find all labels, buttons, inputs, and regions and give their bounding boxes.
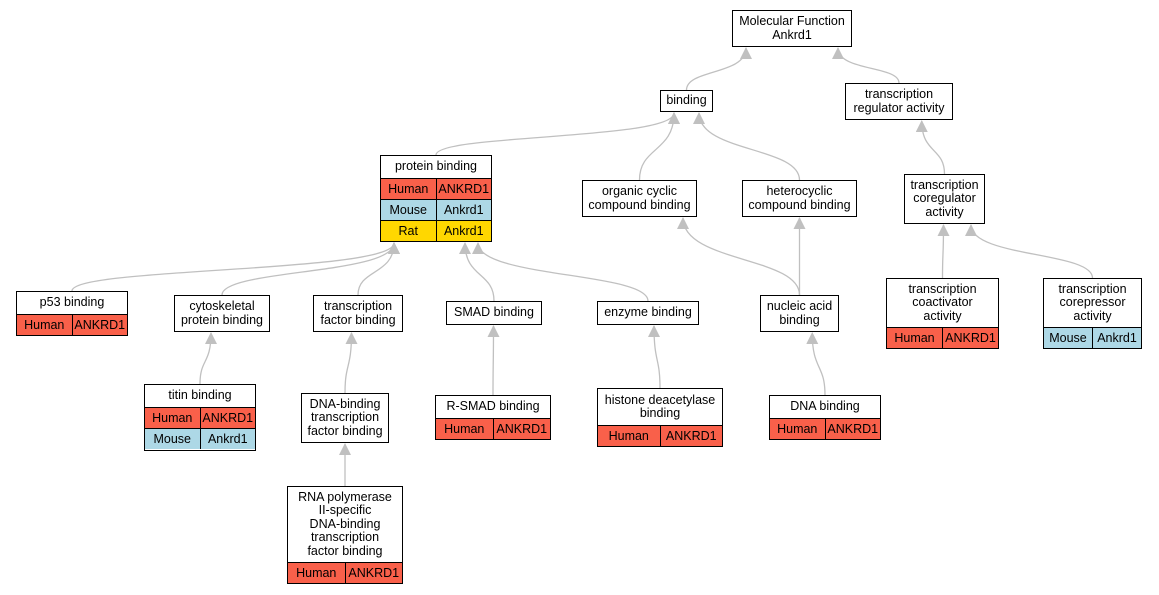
- edge-cyto-to-pb: [221, 242, 400, 296]
- gene-cell: ANKRD1: [344, 563, 402, 583]
- edge-tcorep-to-tcoreg: [965, 224, 1094, 279]
- gene-cell: Ankrd1: [1092, 328, 1141, 348]
- node-label: transcription corepressor activity: [1058, 281, 1127, 323]
- edge-tcoact-to-tcoreg: [937, 224, 950, 279]
- node-enzyme-binding[interactable]: enzyme binding: [597, 301, 699, 325]
- species-cell: Human: [145, 408, 200, 428]
- node-label: R-SMAD binding: [446, 399, 540, 414]
- edge-enz-to-pb: [472, 242, 649, 302]
- node-label: binding: [666, 93, 707, 108]
- species-row-mouse: Mouse Ankrd1: [1044, 327, 1141, 348]
- node-label: transcription regulator activity: [853, 87, 945, 115]
- species-cell: Mouse: [145, 429, 200, 449]
- edge-tcoreg-to-tra: [915, 120, 946, 175]
- node-label: DNA binding: [790, 399, 860, 414]
- species-cell: Human: [17, 315, 72, 335]
- node-rna-polymerase-ii-specific-dna-binding-transcription-factor-binding[interactable]: RNA polymerase II-specific DNA-binding t…: [287, 486, 403, 584]
- species-cell: Mouse: [1044, 328, 1092, 348]
- species-cell: Rat: [381, 221, 436, 241]
- node-smad-binding[interactable]: SMAD binding: [446, 301, 542, 325]
- node-transcription-corepressor-activity[interactable]: transcription corepressor activity Mouse…: [1043, 278, 1142, 349]
- node-label: organic cyclic compound binding: [588, 184, 691, 212]
- node-histone-deacetylase-binding[interactable]: histone deacetylase binding Human ANKRD1: [597, 388, 723, 447]
- species-row-human: Human ANKRD1: [887, 327, 998, 348]
- node-transcription-regulator-activity[interactable]: transcription regulator activity: [845, 83, 953, 120]
- node-cytoskeletal-protein-binding[interactable]: cytoskeletal protein binding: [174, 295, 270, 332]
- edge-hdac-to-enz: [648, 325, 661, 389]
- node-protein-binding[interactable]: protein binding Human ANKRD1 Mouse Ankrd…: [380, 155, 492, 242]
- node-organic-cyclic-compound-binding[interactable]: organic cyclic compound binding: [582, 180, 697, 217]
- node-r-smad-binding[interactable]: R-SMAD binding Human ANKRD1: [435, 395, 551, 440]
- node-label: DNA-binding transcription factor binding: [307, 396, 383, 438]
- edge-smad-to-pb: [459, 242, 495, 302]
- node-dna-binding[interactable]: DNA binding Human ANKRD1: [769, 395, 881, 440]
- species-cell: Human: [436, 419, 493, 439]
- node-label: cytoskeletal protein binding: [180, 299, 263, 327]
- species-row-human: Human ANKRD1: [598, 425, 722, 446]
- node-label: Molecular Function Ankrd1: [739, 14, 845, 42]
- node-transcription-factor-binding[interactable]: transcription factor binding: [313, 295, 403, 332]
- node-heterocyclic-compound-binding[interactable]: heterocyclic compound binding: [742, 180, 857, 217]
- node-label: histone deacetylase binding: [604, 392, 716, 420]
- species-row-human: Human ANKRD1: [145, 407, 255, 428]
- node-label: nucleic acid binding: [766, 299, 833, 327]
- species-cell: Human: [288, 563, 345, 583]
- species-row-human: Human ANKRD1: [288, 562, 402, 583]
- edge-dbtf-to-tfb: [344, 332, 358, 394]
- edge-pb-to-bind: [435, 112, 680, 156]
- species-cell: Human: [887, 328, 942, 348]
- species-row-mouse: Mouse Ankrd1: [145, 428, 255, 449]
- edge-dna-to-nab: [806, 332, 826, 396]
- node-label: transcription coactivator activity: [908, 281, 977, 323]
- gene-cell: Ankrd1: [435, 200, 491, 220]
- node-label: enzyme binding: [604, 305, 692, 320]
- edge-het-to-bind: [693, 112, 801, 181]
- node-transcription-coactivator-activity[interactable]: transcription coactivator activity Human…: [886, 278, 999, 349]
- gene-cell: ANKRD1: [824, 419, 880, 439]
- node-transcription-coregulator-activity[interactable]: transcription coregulator activity: [904, 174, 985, 224]
- gene-cell: ANKRD1: [492, 419, 550, 439]
- species-cell: Human: [770, 419, 825, 439]
- species-cell: Mouse: [381, 200, 436, 220]
- species-row-mouse: Mouse Ankrd1: [381, 199, 491, 220]
- node-label: protein binding: [394, 159, 477, 174]
- gene-cell: Ankrd1: [435, 221, 491, 241]
- edge-bind-to-mf: [685, 47, 752, 91]
- node-label: RNA polymerase II-specific DNA-binding t…: [298, 489, 392, 558]
- node-nucleic-acid-binding[interactable]: nucleic acid binding: [760, 295, 839, 332]
- gene-cell: ANKRD1: [435, 179, 491, 199]
- node-binding[interactable]: binding: [660, 90, 713, 112]
- species-row-human: Human ANKRD1: [436, 418, 550, 439]
- gene-cell: ANKRD1: [942, 328, 998, 348]
- species-row-human: Human ANKRD1: [770, 418, 880, 439]
- gene-cell: ANKRD1: [659, 426, 722, 446]
- edge-titin-to-cyto: [199, 332, 217, 385]
- node-molecular-function[interactable]: Molecular Function Ankrd1: [732, 10, 852, 47]
- node-label: titin binding: [168, 388, 232, 403]
- node-label: p53 binding: [39, 295, 105, 310]
- edge-rsmad-to-smad: [487, 325, 500, 396]
- node-label: SMAD binding: [454, 305, 534, 320]
- edge-occ-to-bind: [638, 112, 680, 181]
- edge-nab-to-occ: [677, 217, 801, 296]
- node-label: heterocyclic compound binding: [748, 184, 851, 212]
- node-titin-binding[interactable]: titin binding Human ANKRD1 Mouse Ankrd1: [144, 384, 256, 451]
- gene-cell: ANKRD1: [71, 315, 127, 335]
- node-label: transcription factor binding: [320, 299, 396, 327]
- gene-cell: Ankrd1: [199, 429, 255, 449]
- species-cell: Human: [381, 179, 436, 199]
- species-row-human: Human ANKRD1: [381, 178, 491, 199]
- species-row-rat: Rat Ankrd1: [381, 220, 491, 241]
- node-dna-binding-transcription-factor-binding[interactable]: DNA-binding transcription factor binding: [301, 393, 389, 443]
- node-label: transcription coregulator activity: [910, 177, 979, 219]
- species-row-human: Human ANKRD1: [17, 314, 127, 335]
- node-p53-binding[interactable]: p53 binding Human ANKRD1: [16, 291, 128, 336]
- edge-p53-to-pb: [71, 242, 400, 292]
- edge-tra-to-mf: [832, 47, 900, 84]
- species-cell: Human: [598, 426, 660, 446]
- gene-cell: ANKRD1: [199, 408, 255, 428]
- edge-tfb-to-pb: [357, 242, 400, 296]
